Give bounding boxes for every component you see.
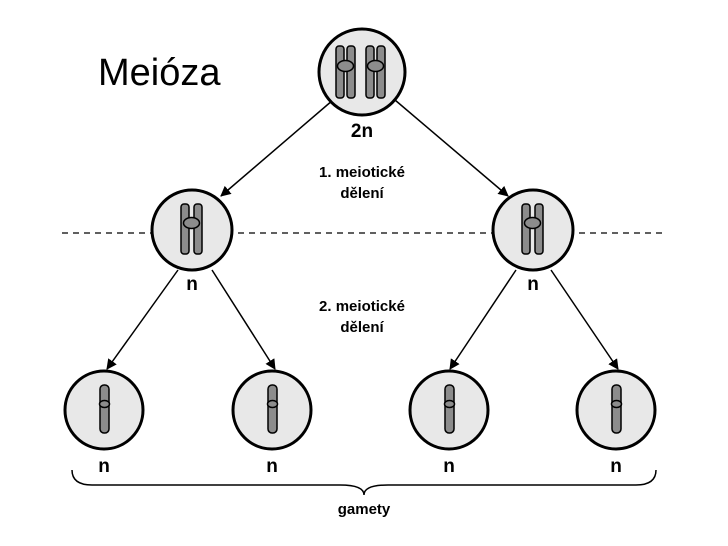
- intermediate-left-ploidy-label: n: [186, 274, 198, 295]
- division-1-label-line2: dělení: [340, 185, 384, 202]
- gamete-1-ploidy-label: n: [98, 456, 110, 477]
- division-2-label-line2: dělení: [340, 319, 384, 336]
- division-2-label-line1: 2. meiotické: [319, 298, 405, 315]
- gamete-cell-4: [575, 369, 657, 451]
- gamete-cell-3: [408, 369, 490, 451]
- parent-ploidy-label: 2n: [351, 121, 373, 142]
- arrow-left-to-gamete-2: [211, 269, 276, 370]
- gamete-cell-2: [231, 369, 313, 451]
- arrow-right-to-gamete-4: [550, 269, 619, 370]
- gamete-cell-1: [63, 369, 145, 451]
- diagram-title: Meióza: [98, 52, 221, 94]
- intermediate-cell-left: [150, 188, 234, 272]
- arrow-left-to-gamete-1: [106, 269, 179, 370]
- division-1-label-line1: 1. meiotické: [319, 164, 405, 181]
- arrow-right-to-gamete-3: [449, 269, 517, 370]
- gamete-4-ploidy-label: n: [610, 456, 622, 477]
- parent-cell-2n: [317, 27, 407, 117]
- gamete-2-ploidy-label: n: [266, 456, 278, 477]
- chromosome-pair-left: [335, 45, 356, 99]
- gametes-label: gamety: [338, 501, 391, 518]
- intermediate-right-ploidy-label: n: [527, 274, 539, 295]
- intermediate-cell-right: [491, 188, 575, 272]
- arrow-parent-to-right: [394, 99, 509, 197]
- chromosome-pair-right: [365, 45, 386, 99]
- gametes-brace: [71, 469, 657, 496]
- gamete-3-ploidy-label: n: [443, 456, 455, 477]
- arrow-parent-to-left: [220, 99, 334, 197]
